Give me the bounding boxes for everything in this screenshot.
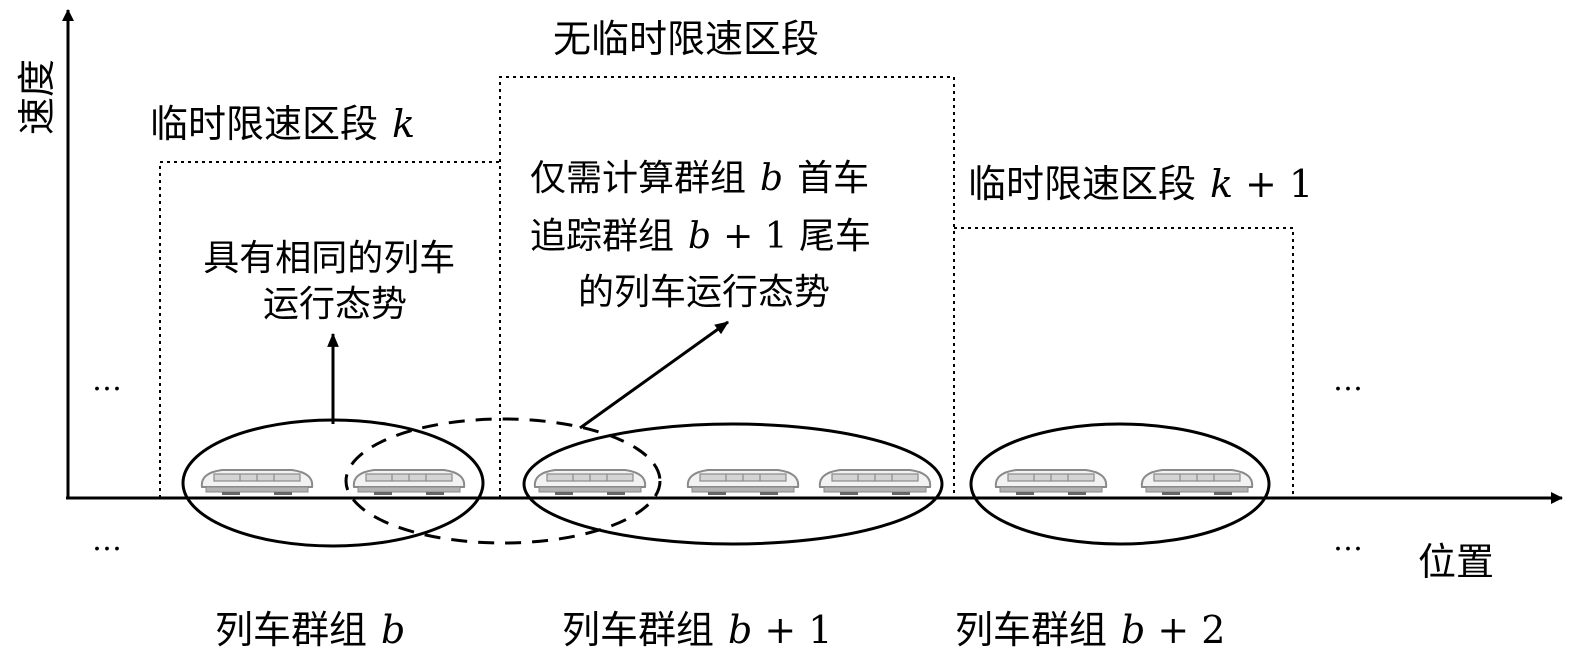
train-5 — [818, 469, 932, 496]
zone-no-limit-label: 无临时限速区段 — [553, 17, 819, 61]
ellipsis-upper-right: … — [1333, 363, 1363, 398]
train-7 — [1140, 469, 1254, 496]
y-axis-label: 速度 — [15, 59, 59, 135]
ellipsis-lower-left: … — [92, 523, 122, 558]
train-4 — [686, 469, 800, 496]
train-6 — [994, 469, 1108, 496]
train-3 — [533, 469, 647, 496]
ellipsis-lower-right: … — [1333, 523, 1363, 558]
train-2 — [352, 469, 466, 496]
transition-ellipse — [344, 417, 662, 545]
zone-limit-k1-outline — [954, 227, 1294, 498]
x-axis-label: 位置 — [1418, 540, 1494, 584]
group-b-ellipse — [181, 418, 485, 548]
same-state-annotation: 具有相同的列车 运行态势 — [203, 238, 466, 325]
zone-limit-k-outline — [159, 161, 500, 498]
train-1 — [200, 469, 314, 496]
group-b1-ellipse — [522, 422, 944, 546]
ellipsis-upper-left: … — [92, 363, 122, 398]
zone-no-limit-outline — [499, 76, 955, 498]
group-b2-ellipse — [969, 422, 1271, 546]
compute-arrow — [579, 320, 729, 430]
